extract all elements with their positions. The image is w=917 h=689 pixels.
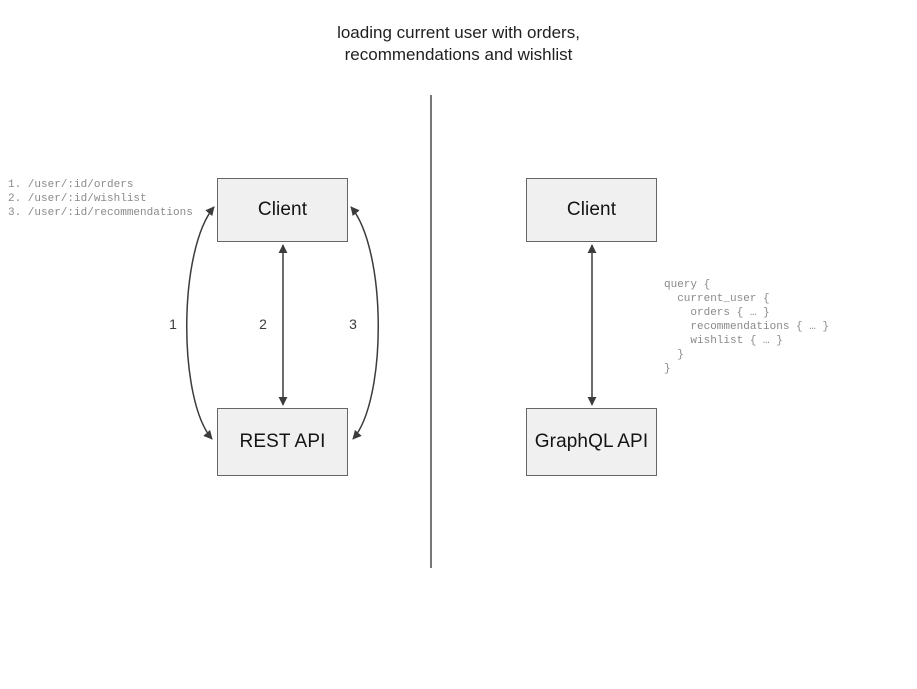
- rest-endpoints-list: 1. /user/:id/orders 2. /user/:id/wishlis…: [8, 179, 193, 219]
- graphql-query-code: query { current_user { orders { … } reco…: [664, 279, 830, 375]
- rest-edge-1: [186, 206, 215, 440]
- diagram-title: loading current user with orders, recomm…: [337, 23, 580, 64]
- edge-label-3: 3: [349, 316, 357, 332]
- rest-edge-3: [350, 206, 379, 440]
- node-graphql-client[interactable]: Client: [526, 178, 657, 242]
- edge-label-1: 1: [169, 316, 177, 332]
- node-rest-api[interactable]: REST API: [217, 408, 348, 476]
- edge-label-2: 2: [259, 316, 267, 332]
- node-graphql-api[interactable]: GraphQL API: [526, 408, 657, 476]
- node-rest-client[interactable]: Client: [217, 178, 348, 242]
